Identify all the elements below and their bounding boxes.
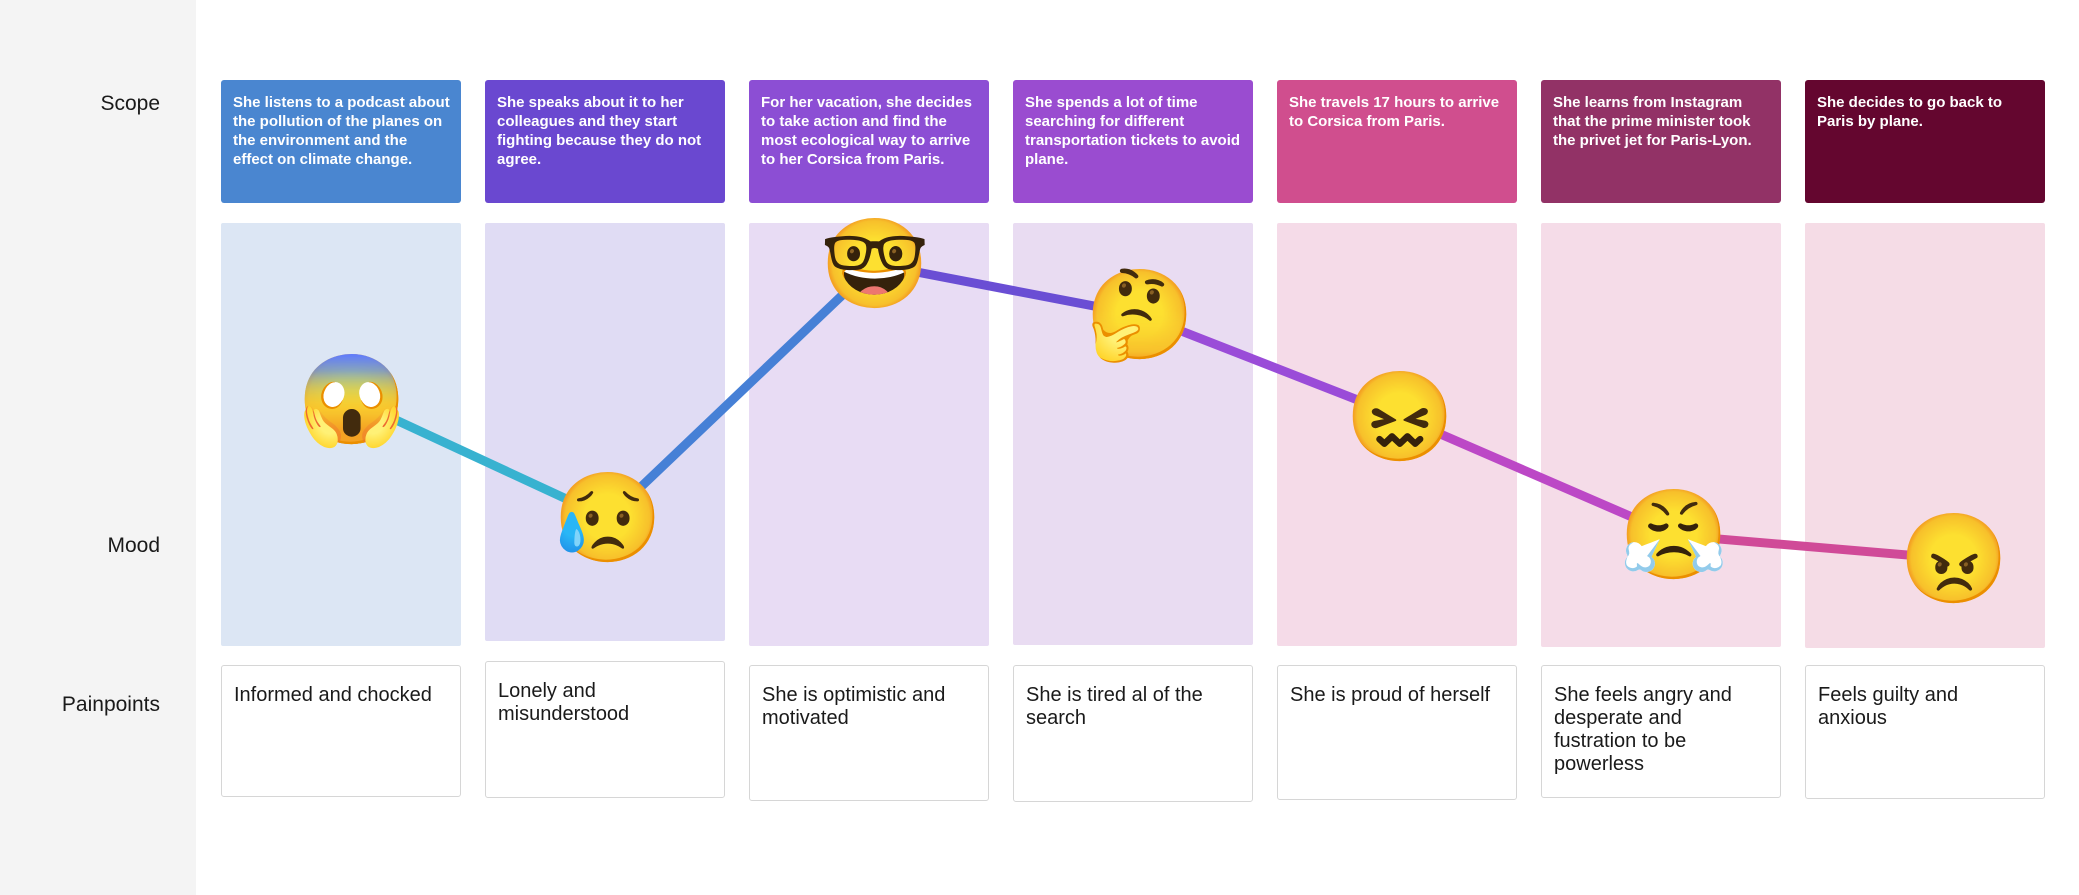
angry-face-icon: 😠 xyxy=(1899,508,2009,608)
painpoint-card-2[interactable]: Lonely and misunderstood xyxy=(485,661,725,798)
scope-card-3[interactable]: For her vacation, she decides to take ac… xyxy=(749,80,989,203)
scope-card-6[interactable]: She learns from Instagram that the prime… xyxy=(1541,80,1781,203)
mood-column-4 xyxy=(1013,223,1253,645)
mood-column-3 xyxy=(749,223,989,646)
label-sidebar xyxy=(0,0,196,895)
mood-column-6 xyxy=(1541,223,1781,647)
mood-column-2 xyxy=(485,223,725,641)
mood-column-7 xyxy=(1805,223,2045,648)
painpoint-card-7[interactable]: Feels guilty and anxious xyxy=(1805,665,2045,799)
steam-face-icon: 😤 xyxy=(1619,485,1729,585)
scope-card-7[interactable]: She decides to go back to Paris by plane… xyxy=(1805,80,2045,203)
mood-line-segment-6 xyxy=(1669,530,1959,564)
painpoints-row-label: Painpoints xyxy=(61,693,160,716)
scope-card-2[interactable]: She speaks about it to her colleagues an… xyxy=(485,80,725,203)
mood-column-5 xyxy=(1277,223,1517,646)
scope-row-label: Scope xyxy=(100,92,160,115)
thinking-face-icon: 🤔 xyxy=(1085,264,1195,364)
mood-line-segment-1 xyxy=(347,395,613,523)
painpoint-card-3[interactable]: She is optimistic and motivated xyxy=(749,665,989,801)
nerd-face-icon: 🤓 xyxy=(820,214,930,313)
painpoint-card-4[interactable]: She is tired al of the search xyxy=(1013,665,1253,802)
scope-card-5[interactable]: She travels 17 hours to arrive to Corsic… xyxy=(1277,80,1517,203)
scope-card-1[interactable]: She listens to a podcast about the pollu… xyxy=(221,80,461,203)
mood-line-segment-4 xyxy=(1135,310,1405,422)
painpoint-card-1[interactable]: Informed and chocked xyxy=(221,665,461,797)
confounded-face-icon: 😖 xyxy=(1345,366,1455,466)
painpoint-card-5[interactable]: She is proud of herself xyxy=(1277,665,1517,800)
painpoint-card-6[interactable]: She feels angry and desperate and fustra… xyxy=(1541,665,1781,798)
mood-line-segment-2 xyxy=(603,259,880,523)
mood-line-segment-5 xyxy=(1395,412,1679,540)
mood-line-segment-3 xyxy=(870,259,1145,320)
sad-sweat-face-icon: 😥 xyxy=(553,468,663,568)
mood-row-label: Mood xyxy=(107,534,160,557)
screaming-face-icon: 😱 xyxy=(297,349,407,449)
scope-card-4[interactable]: She spends a lot of time searching for d… xyxy=(1013,80,1253,203)
